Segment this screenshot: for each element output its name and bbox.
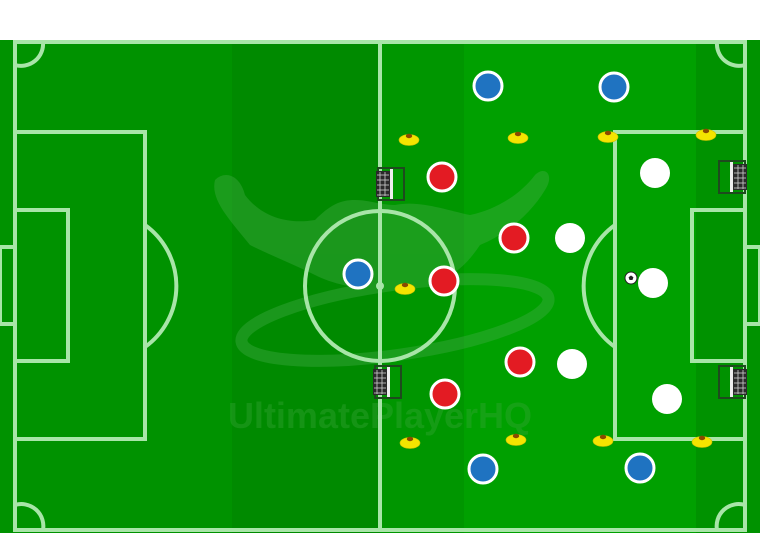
white-team — [555, 158, 682, 414]
white-player-icon — [640, 158, 670, 188]
left-penalty-arc — [143, 223, 179, 349]
white-player-icon — [652, 384, 682, 414]
red-player-icon — [504, 346, 536, 378]
red-player-icon — [428, 265, 460, 297]
left-goal — [0, 245, 17, 326]
red-team — [426, 161, 536, 410]
right-goal — [743, 245, 760, 326]
centre-spot — [376, 282, 384, 290]
corner-arc-top-left — [14, 41, 46, 68]
corner-arc-top-right — [714, 41, 746, 68]
red-player-icon — [429, 378, 461, 410]
red-player-icon — [426, 161, 458, 193]
blue-player-icon — [467, 453, 499, 485]
white-player-icon — [555, 223, 585, 253]
red-player-icon — [498, 222, 530, 254]
blue-player-icon — [472, 70, 504, 102]
blue-team — [342, 70, 656, 485]
corner-arc-bottom-right — [714, 502, 746, 531]
white-player-icon — [638, 268, 668, 298]
right-penalty-arc — [581, 223, 617, 349]
pitch-lines — [0, 40, 760, 532]
blue-player-icon — [624, 452, 656, 484]
blue-player-icon — [342, 258, 374, 290]
corner-arc-bottom-left — [14, 502, 46, 531]
white-player-icon — [557, 349, 587, 379]
soccer-ball-icon — [624, 271, 638, 285]
blue-player-icon — [598, 71, 630, 103]
